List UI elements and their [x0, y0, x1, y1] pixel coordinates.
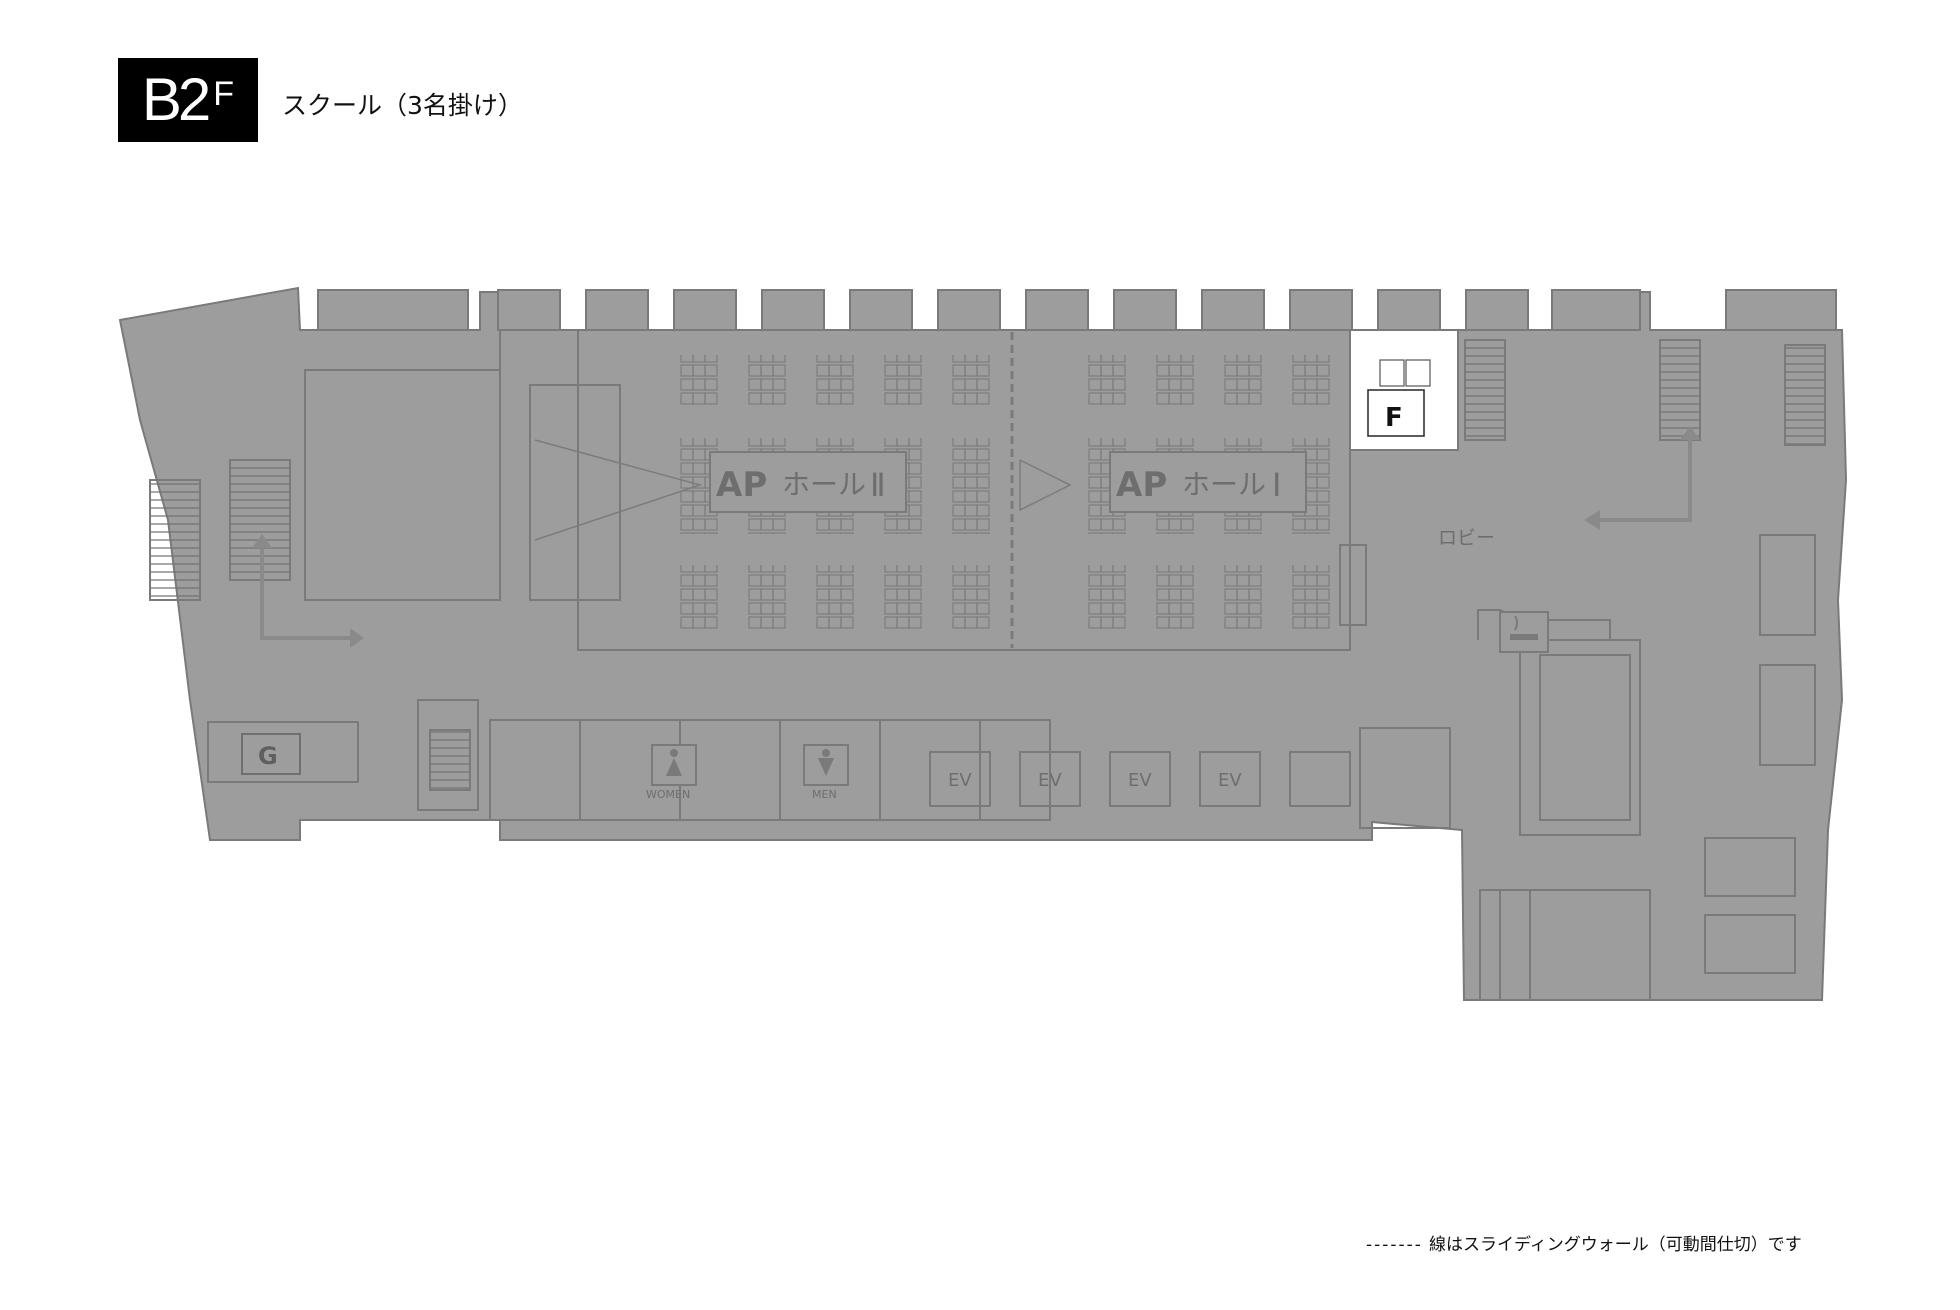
- legend-dashes: -------: [1366, 1235, 1423, 1255]
- smoking-area-icon: [1499, 611, 1549, 653]
- elevator-label-3: EV: [1128, 770, 1152, 791]
- interior-walls: [207, 330, 1816, 1001]
- top-window-bays: [317, 289, 1837, 331]
- men-label: MEN: [812, 788, 837, 801]
- hall-1-name: ホール: [1182, 468, 1266, 501]
- hall-1-prefix: AP: [1116, 465, 1167, 505]
- women-icon: [666, 749, 682, 776]
- hall-2-name: ホール: [782, 468, 866, 501]
- room-f: [1349, 329, 1459, 451]
- floor-number: B2: [141, 66, 211, 133]
- elevator-label-2: EV: [1038, 770, 1062, 791]
- room-g-box: [241, 733, 301, 775]
- room-g-label: G: [258, 742, 278, 770]
- elevator-label-4: EV: [1218, 770, 1242, 791]
- hall-1-label-box: [1109, 451, 1307, 513]
- floor-suffix: F: [213, 75, 235, 113]
- women-label: WOMEN: [646, 788, 690, 801]
- legend-note: -------線はスライディングウォール（可動間仕切）です: [1366, 1230, 1802, 1255]
- arrows: [252, 426, 1700, 648]
- floor-badge: B2 F: [118, 58, 258, 142]
- room-f-label: F: [1385, 403, 1403, 433]
- lobby-label: ロビー: [1438, 527, 1495, 549]
- desk-rows-hall-2: [660, 355, 1000, 630]
- stairs: [149, 339, 1826, 791]
- hall-1-numeral: Ⅰ: [1272, 466, 1281, 504]
- projection-lines: [534, 439, 1072, 541]
- men-icon: [818, 749, 834, 776]
- hall-2-numeral: Ⅱ: [870, 466, 886, 504]
- elevator-label-1: EV: [948, 770, 972, 791]
- hall-2-prefix: AP: [716, 465, 767, 505]
- layout-title: スクール（3名掛け）: [282, 91, 523, 120]
- legend-text: 線はスライディングウォール（可動間仕切）です: [1428, 1235, 1802, 1255]
- hall-2-label-box: [709, 451, 907, 513]
